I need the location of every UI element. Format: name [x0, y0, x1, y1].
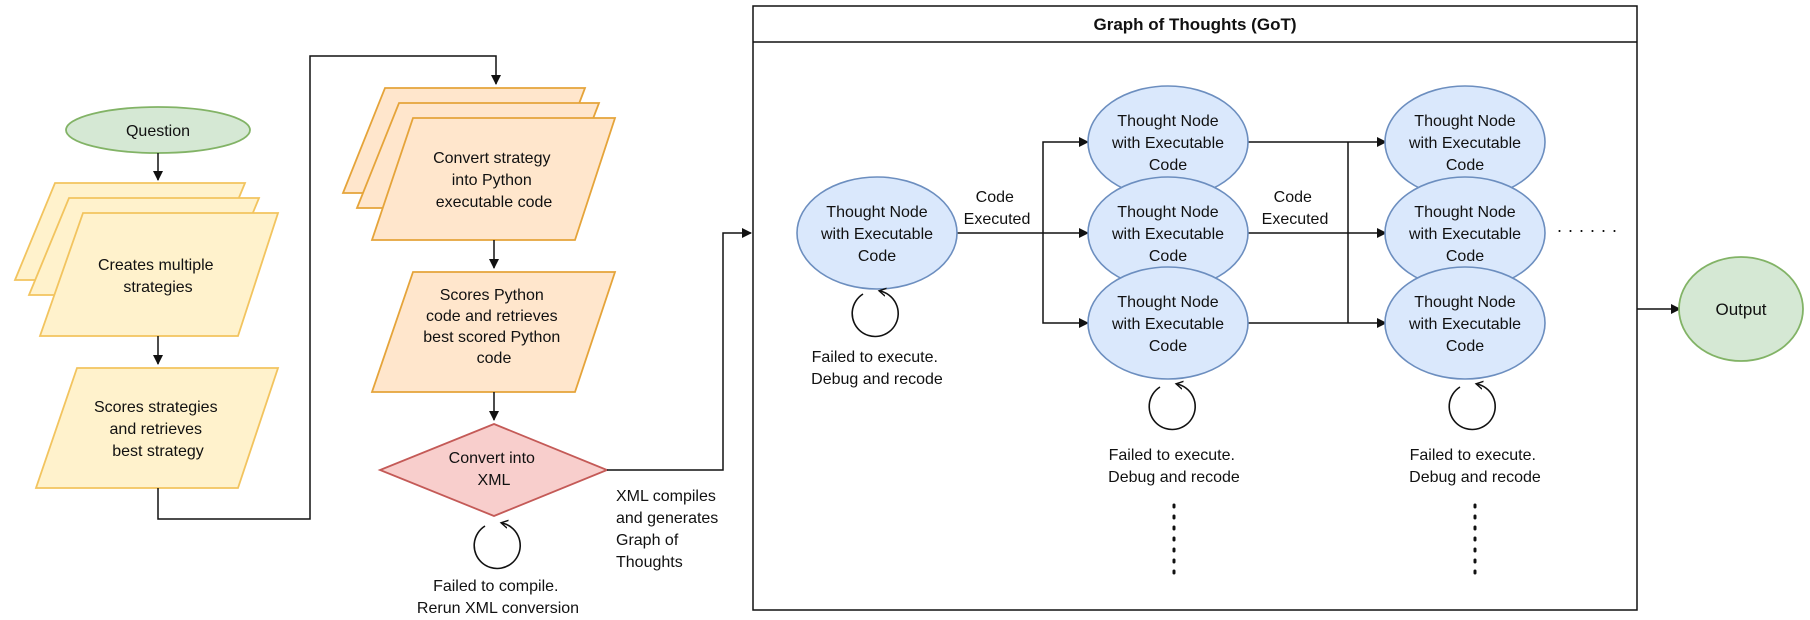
- output-node: Output: [1678, 256, 1804, 362]
- edge-xml-to-got: [607, 228, 752, 471]
- create-strategies-node: Creates multiple strategies: [13, 182, 280, 337]
- failed-label-layer2: Failed to execute. Debug and recode: [1409, 447, 1541, 486]
- svg-text:Convert strategy into Py: Convert strategy into Python executable …: [433, 150, 555, 211]
- convert-code-node: Convert strategy into Python executable …: [341, 87, 617, 241]
- svg-text:Question: Question: [126, 123, 190, 140]
- got-title: Graph of Thoughts (GoT): [1093, 15, 1296, 34]
- xml-fail-label: Failed to compile. Rerun XML conversion: [417, 578, 579, 617]
- retry-loop-initial: [851, 291, 899, 338]
- xml-edge-label: XML compiles and generates Graph of Thou…: [616, 488, 723, 571]
- retry-loop-layer1: [1148, 384, 1196, 431]
- xml-retry-loop: [473, 523, 521, 570]
- svg-text:Creates multiple strateg: Creates multiple strategies: [98, 257, 218, 296]
- edge-score-to-convert: [157, 55, 501, 520]
- score-strategies-node: Scores strategies and retrieves best str…: [34, 367, 280, 489]
- svg-text:Scores strategies and re: Scores strategies and retrieves best str…: [94, 399, 222, 460]
- convert-xml-node: Convert into XML: [377, 423, 610, 517]
- failed-label-initial: Failed to execute. Debug and recode: [811, 349, 943, 388]
- got-edges: [951, 137, 1681, 328]
- failed-label-layer1: Failed to execute. Debug and recode: [1108, 447, 1240, 486]
- svg-text:Convert into XML: Convert into XML: [449, 450, 540, 489]
- score-code-node: Scores Python code and retrieves best sc…: [370, 271, 617, 393]
- question-node: Question: [65, 106, 251, 154]
- code-executed-label-1: Code Executed: [964, 189, 1031, 228]
- horizontal-ellipsis: · · · · · ·: [1557, 220, 1618, 240]
- svg-text:Scores Python code and r: Scores Python code and retrieves best sc…: [423, 287, 564, 367]
- retry-loop-layer2: [1448, 384, 1496, 431]
- code-executed-label-2: Code Executed: [1262, 189, 1329, 228]
- svg-text:Output: Output: [1715, 300, 1766, 319]
